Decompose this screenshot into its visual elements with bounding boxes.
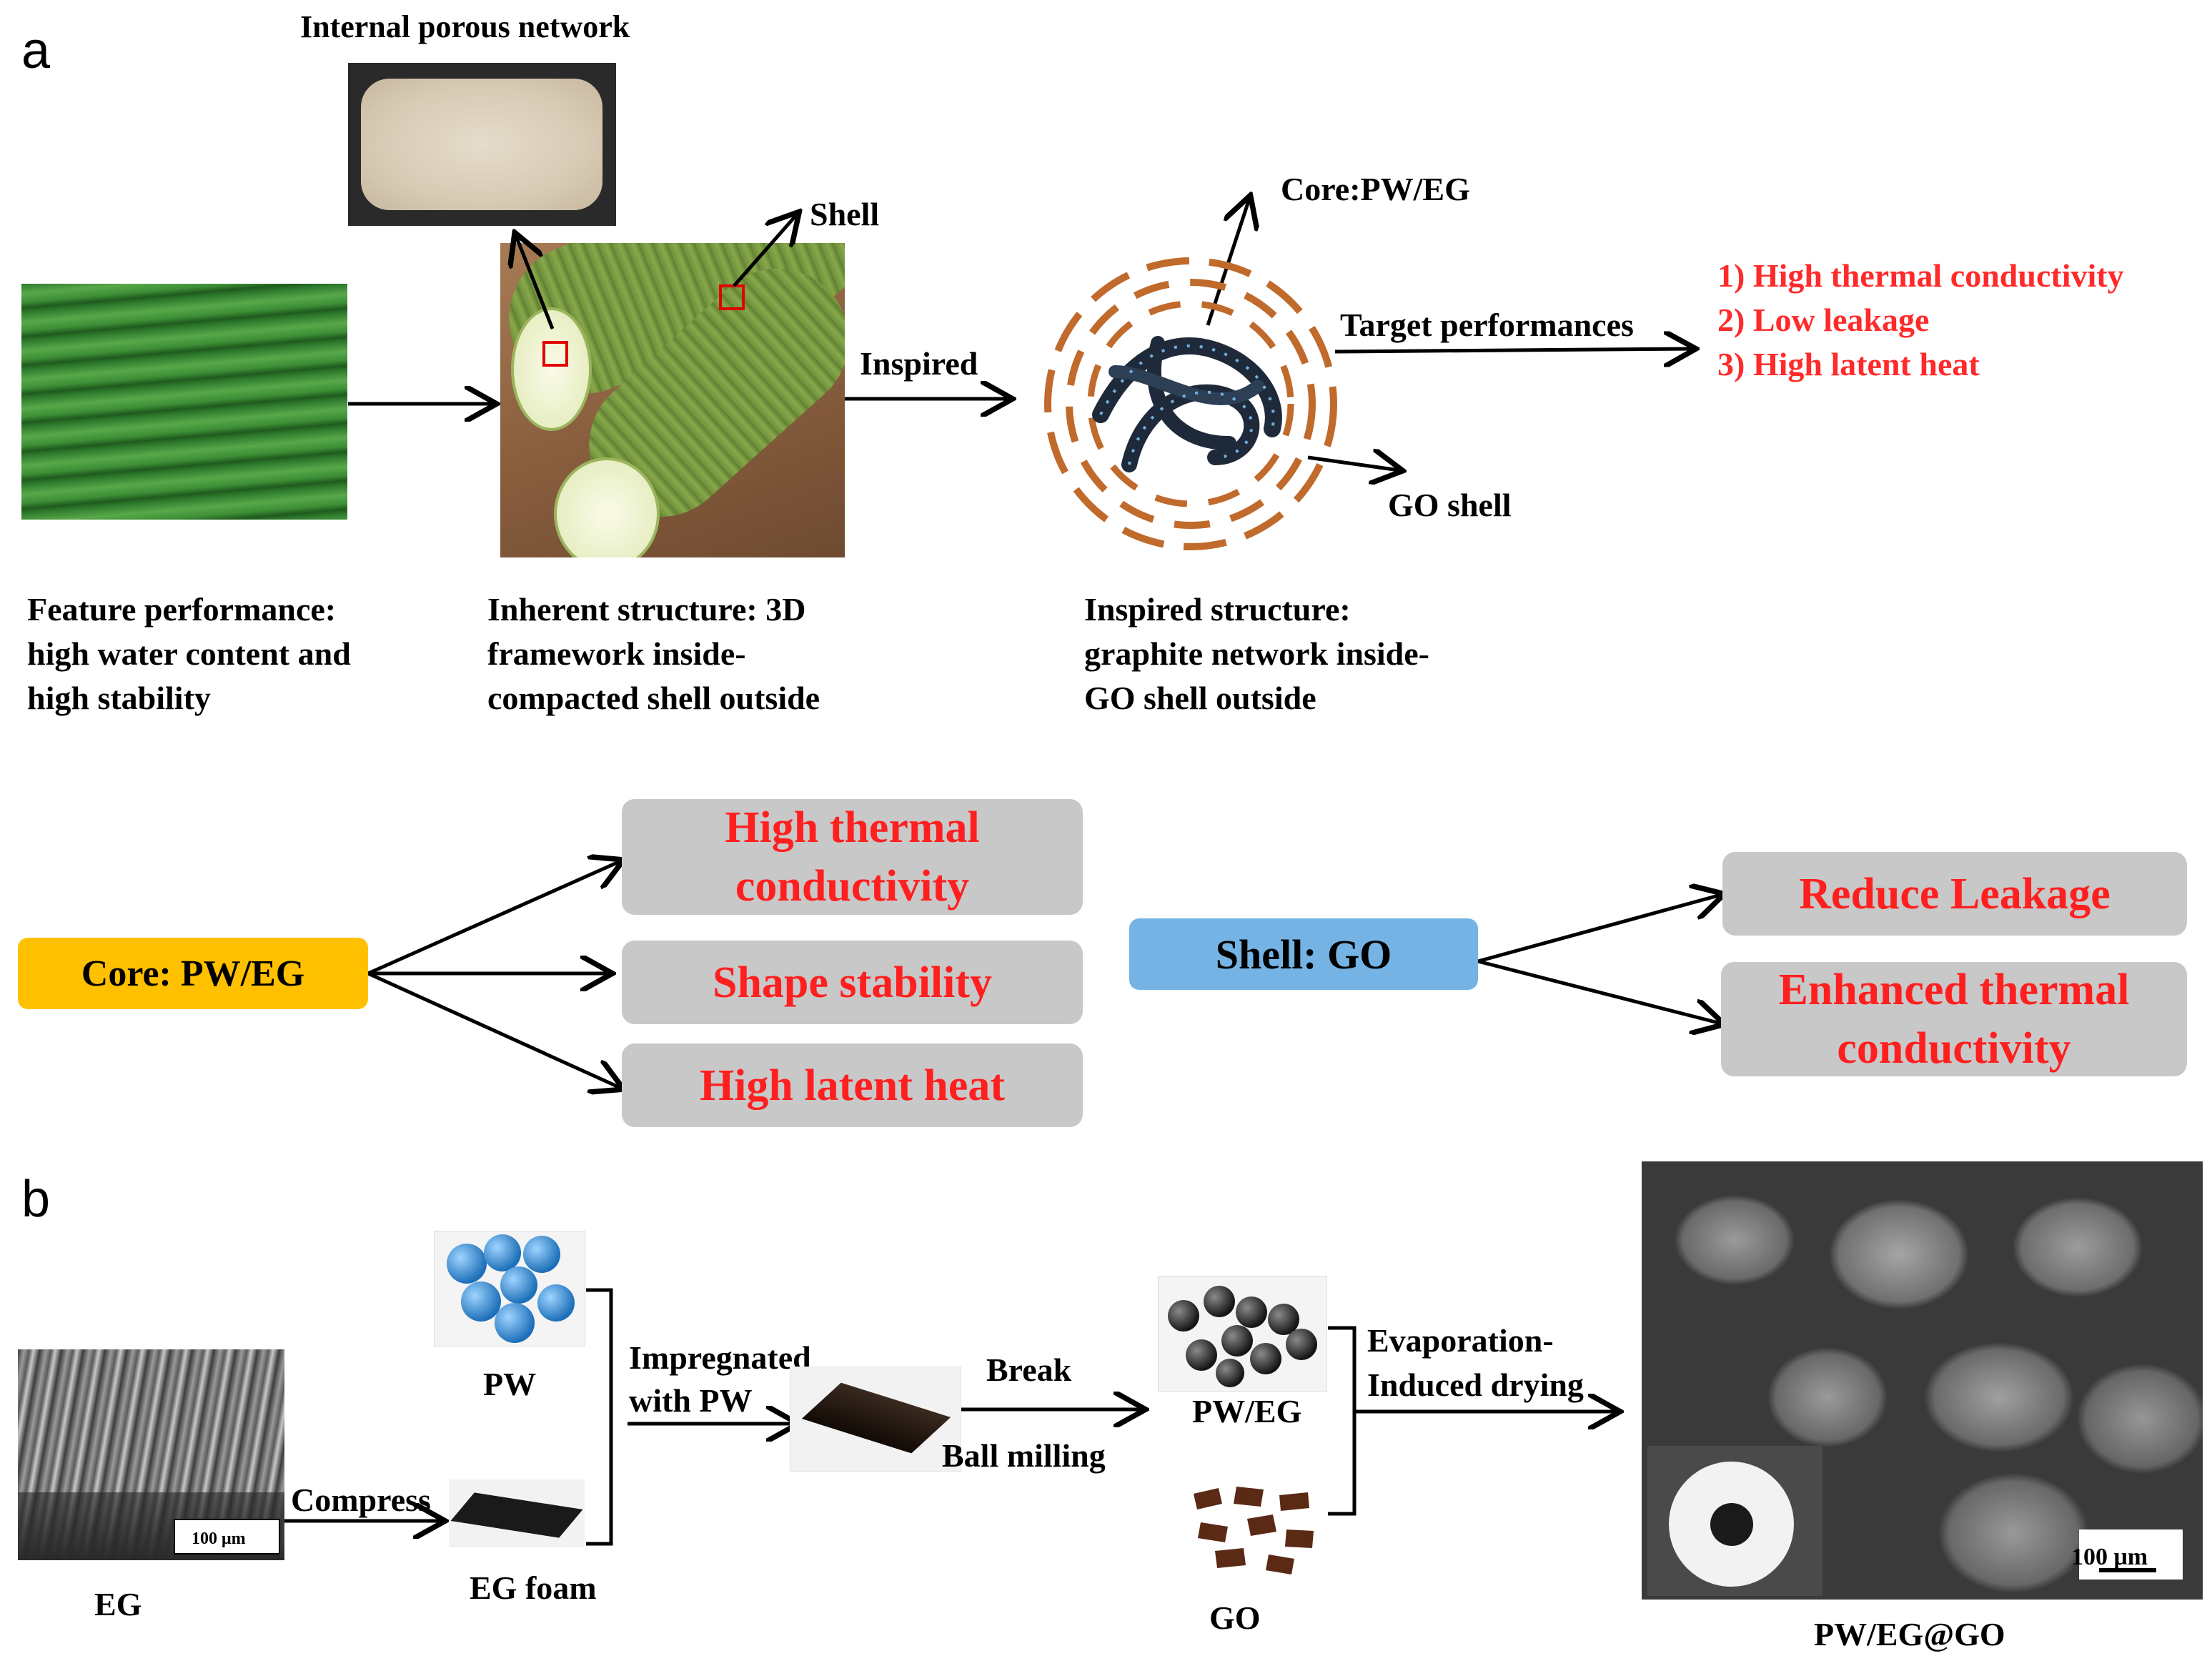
target-item: 1) High thermal conductivity	[1717, 257, 2124, 294]
caption-line: framework inside-	[487, 635, 746, 672]
prop-shape-stability: Shape stability	[622, 941, 1083, 1024]
green-beans-image	[21, 284, 347, 520]
bracket-pw-eg	[586, 1288, 613, 1546]
ball-milling-label: Ball milling	[942, 1437, 1106, 1474]
pw-spheres-image	[434, 1231, 585, 1347]
arrow-core-to-thermal	[367, 861, 620, 976]
compress-label: Compress	[291, 1482, 431, 1518]
highlight-box-shell	[719, 284, 745, 310]
pw-label: PW	[483, 1366, 537, 1402]
core-label: Core:PW/EG	[1281, 171, 1470, 207]
caption-line: GO shell outside	[1084, 680, 1316, 716]
panel-a-letter: a	[21, 22, 51, 79]
core-shell-structure-icon	[1044, 257, 1337, 550]
inspired-caption: Inspired structure: graphite network ins…	[1084, 587, 1513, 720]
eg-foam-label: EG foam	[470, 1570, 597, 1606]
highlight-box-inner	[542, 341, 568, 367]
pweg-spheres-icon	[1168, 1286, 1317, 1387]
caption-line: high water content and	[27, 635, 351, 672]
arrow-to-go-shell	[1307, 457, 1399, 470]
go-flakes-icon	[1194, 1487, 1314, 1575]
inspired-label: Inspired	[860, 345, 978, 382]
eg-sem-image	[18, 1349, 284, 1560]
label-line: Evaporation-	[1367, 1322, 1554, 1359]
eg-foam-image	[449, 1479, 585, 1547]
feature-caption: Feature performance: high water content …	[27, 587, 427, 720]
inherent-caption: Inherent structure: 3D framework inside-…	[487, 587, 888, 720]
prop-high-latent-heat: High latent heat	[622, 1043, 1083, 1127]
inset-ring-photo	[1647, 1446, 1822, 1596]
eg-scale-label: 100 μm	[192, 1529, 246, 1548]
porous-network-image	[348, 63, 616, 226]
arrow-shell-to-leakage	[1477, 895, 1721, 963]
eg-label: EG	[94, 1586, 142, 1622]
arrow-to-shell	[733, 214, 797, 287]
prop-enhanced-thermal-conductivity: Enhanced thermal conductivity	[1721, 962, 2187, 1076]
pw-spheres-icon	[447, 1234, 575, 1343]
caption-line: high stability	[27, 680, 211, 716]
bracket-pweg-go	[1328, 1326, 1357, 1516]
go-label: GO	[1209, 1600, 1261, 1636]
arrow-inner-to-porous	[516, 236, 555, 329]
prop-reduce-leakage: Reduce Leakage	[1722, 852, 2187, 936]
impregnated-label: Impregnated with PW	[629, 1337, 811, 1422]
target-list: 1) High thermal conductivity 2) Low leak…	[1717, 254, 2124, 387]
target-item: 3) High latent heat	[1717, 346, 1980, 382]
arrow-shell-to-enhanced	[1477, 959, 1721, 1023]
final-product-label: PW/EG@GO	[1814, 1616, 2005, 1652]
go-flakes-image	[1186, 1479, 1322, 1576]
impregnated-plate-image	[790, 1367, 961, 1472]
pweg-go-sem-image	[1642, 1161, 2203, 1600]
caption-line: Inspired structure:	[1084, 591, 1351, 628]
arrow-target	[1334, 349, 1692, 352]
caption-line: graphite network inside-	[1084, 635, 1429, 672]
go-shell-label: GO shell	[1388, 487, 1512, 523]
caption-line: Inherent structure: 3D	[487, 591, 806, 628]
sem-scale-label: 100 μm	[2071, 1544, 2148, 1570]
label-line: Induced drying	[1367, 1367, 1584, 1403]
evaporation-label: Evaporation- Induced drying	[1367, 1319, 1584, 1407]
target-performances-label: Target performances	[1340, 307, 1634, 343]
pweg-spheres-image	[1158, 1276, 1327, 1392]
core-box: Core: PW/EG	[18, 938, 368, 1009]
porous-network-label: Internal porous network	[300, 9, 630, 44]
pweg-label: PW/EG	[1192, 1393, 1302, 1429]
caption-line: compacted shell outside	[487, 680, 820, 716]
luffa-image	[500, 243, 845, 557]
panel-b-letter: b	[21, 1171, 51, 1228]
caption-line: Feature performance:	[27, 591, 337, 628]
break-label: Break	[986, 1352, 1072, 1388]
arrow-core-to-latent	[367, 971, 620, 1088]
label-line: with PW	[629, 1382, 753, 1419]
prop-high-thermal-conductivity: High thermal conductivity	[622, 799, 1083, 915]
shell-box: Shell: GO	[1129, 918, 1478, 990]
shell-label: Shell	[810, 196, 880, 232]
label-line: Impregnated	[629, 1339, 811, 1376]
target-item: 2) Low leakage	[1717, 302, 1930, 338]
